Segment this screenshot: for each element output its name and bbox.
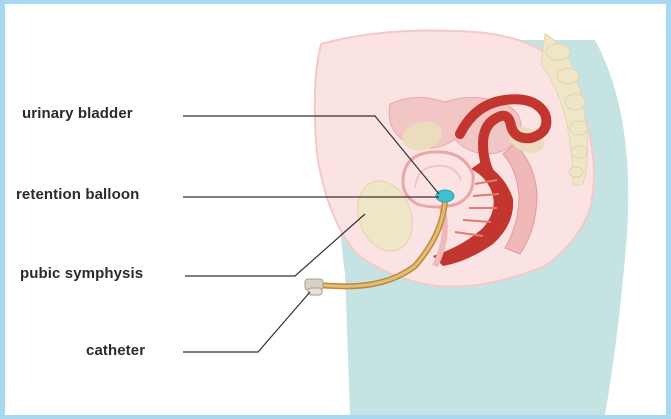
label-urinary-bladder: urinary bladder	[22, 105, 133, 122]
vertebra	[557, 68, 579, 84]
vertebra	[571, 146, 587, 158]
label-retention-balloon: retention balloon	[16, 186, 139, 203]
retention-balloon	[436, 190, 454, 202]
diagram-frame: urinary bladder retention balloon pubic …	[5, 4, 666, 415]
catheter-connector	[308, 288, 322, 295]
vertebra	[570, 121, 588, 135]
vertebra	[569, 167, 583, 177]
label-catheter: catheter	[86, 342, 145, 359]
vertebra	[546, 44, 570, 60]
leader-catheter	[183, 292, 310, 352]
vertebra	[565, 94, 585, 110]
label-pubic-symphysis: pubic symphysis	[20, 265, 143, 282]
